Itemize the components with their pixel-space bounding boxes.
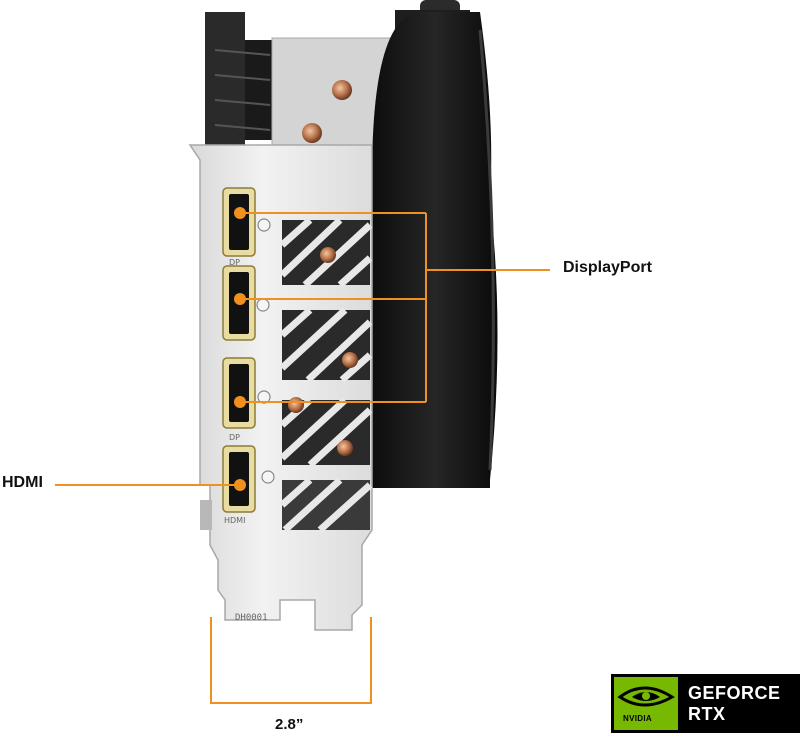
screw-icons — [256, 218, 275, 484]
port-hdmi — [222, 445, 256, 513]
displayport-label: DisplayPort — [563, 259, 652, 276]
bracket-marking-hdmi: HDMI — [224, 516, 245, 525]
badge-line-geforce: GEFORCE — [688, 683, 781, 703]
hdmi-label: HDMI — [2, 474, 43, 491]
bracket-part-number: DH0001 — [235, 613, 268, 623]
width-dimension-bracket — [210, 617, 372, 704]
nvidia-wordmark: NVIDIA — [623, 714, 652, 723]
bracket-vents — [279, 217, 373, 533]
nvidia-eye-icon — [617, 686, 675, 707]
geforce-rtx-badge: NVIDIA GEFORCE RTX — [611, 674, 800, 733]
port-displayport-3 — [222, 357, 256, 429]
bracket-marking-dp-2: DP — [229, 433, 240, 442]
io-bracket — [188, 144, 373, 631]
badge-line-rtx: RTX — [688, 704, 726, 724]
cooler-shroud — [372, 12, 498, 488]
width-dimension-label: 2.8” — [275, 716, 304, 733]
nvidia-logo: NVIDIA — [614, 677, 678, 730]
bracket-marking-dp-1: DP — [229, 258, 240, 267]
port-displayport-1 — [222, 187, 256, 257]
callout-dots — [234, 207, 246, 491]
displayport-callout-lines — [240, 212, 550, 403]
